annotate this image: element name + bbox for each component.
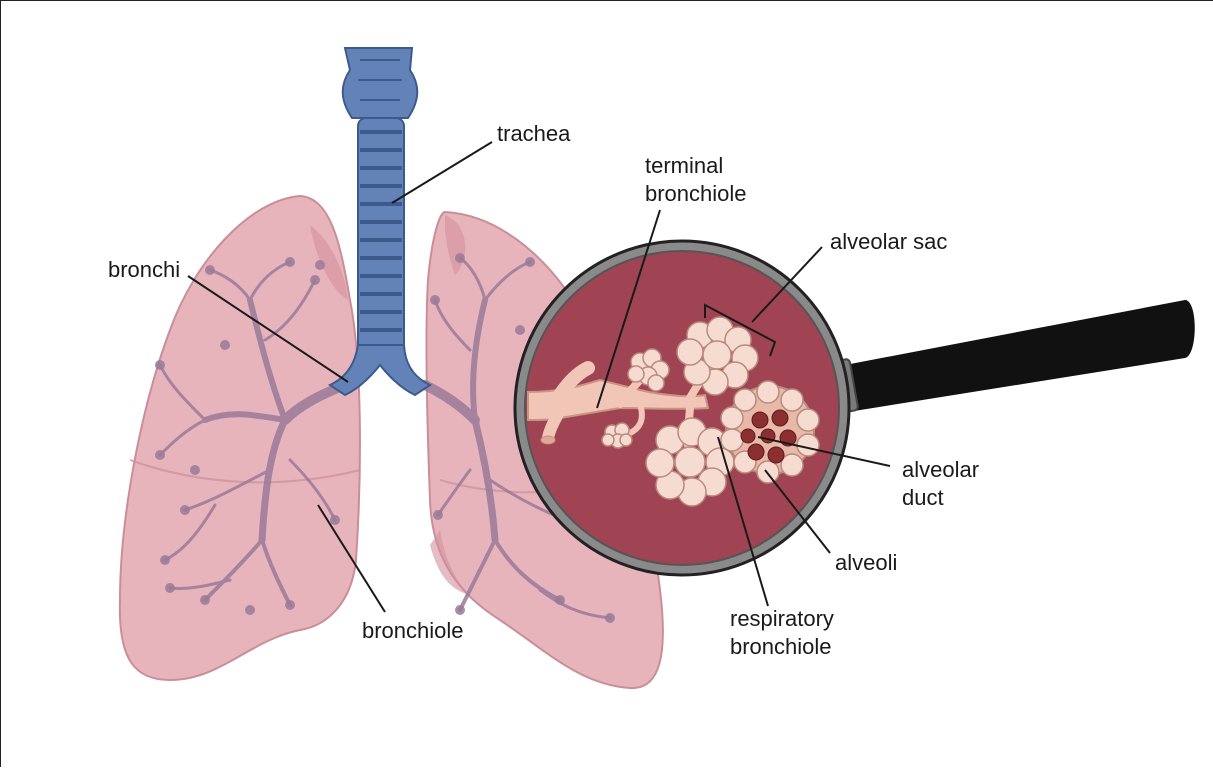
magnifier-lens bbox=[515, 241, 849, 575]
magnifier-handle bbox=[830, 300, 1195, 413]
label-terminal-bronchiole-line1: terminal bbox=[645, 153, 723, 178]
label-trachea: trachea bbox=[497, 121, 571, 146]
leader-trachea bbox=[392, 142, 492, 203]
label-alveoli: alveoli bbox=[835, 550, 897, 575]
label-terminal-bronchiole-line2: bronchiole bbox=[645, 181, 747, 206]
alveolar-cluster-small-bottom bbox=[602, 423, 632, 448]
alveolar-cluster-lower bbox=[646, 418, 734, 506]
label-alveolar-sac: alveolar sac bbox=[830, 229, 947, 254]
label-respiratory-bronchiole-line2: bronchiole bbox=[730, 634, 832, 659]
label-respiratory-bronchiole-line1: respiratory bbox=[730, 606, 834, 631]
label-bronchi: bronchi bbox=[108, 257, 180, 282]
label-bronchiole: bronchiole bbox=[362, 618, 464, 643]
label-alveolar-duct-line1: alveolar bbox=[902, 457, 979, 482]
label-alveolar-duct-line2: duct bbox=[902, 485, 944, 510]
